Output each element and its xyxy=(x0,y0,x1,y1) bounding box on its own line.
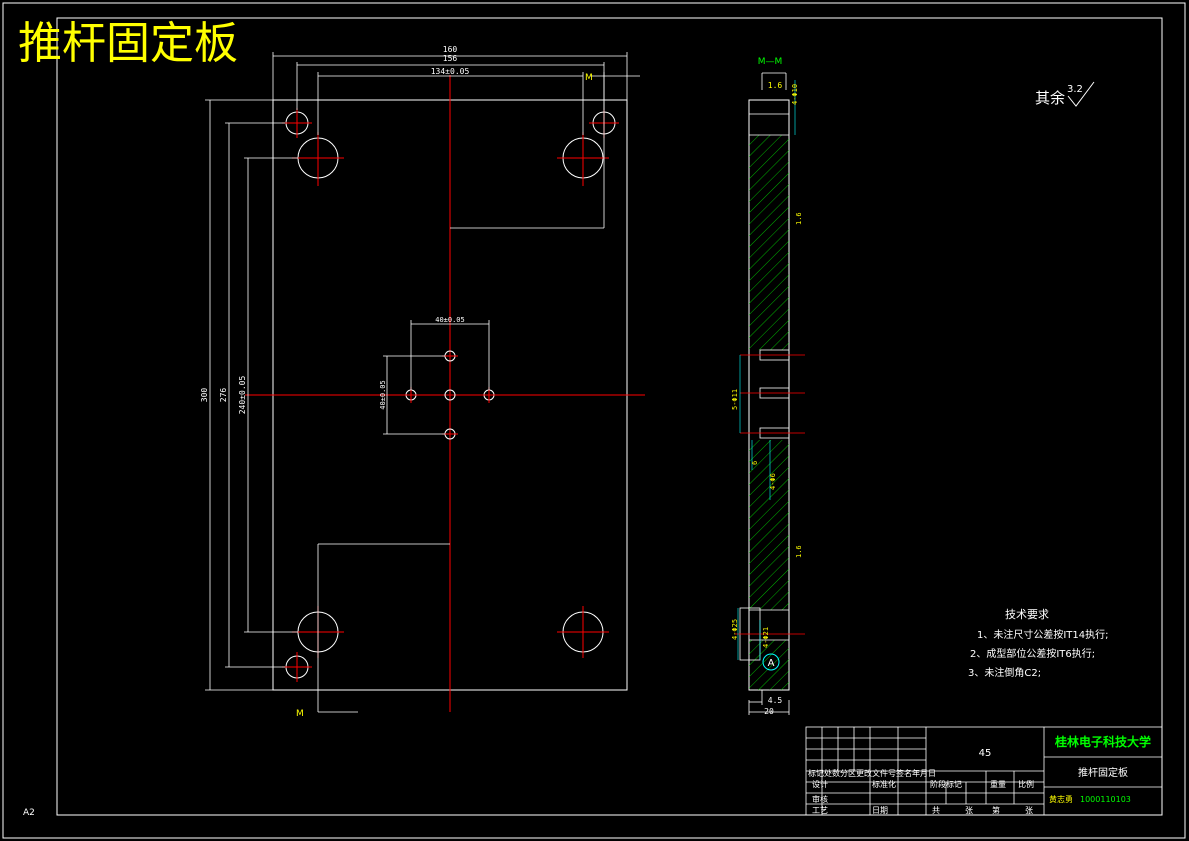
drawing-title: 推杆固定板 xyxy=(18,18,238,69)
dim-height-300: 300 xyxy=(200,388,209,403)
side-center-lines xyxy=(735,354,805,635)
dim-width-156: 156 xyxy=(443,54,458,63)
author: 黄志勇 xyxy=(1049,794,1073,804)
hatch-upper xyxy=(749,135,789,350)
guide-hole-bl xyxy=(282,652,312,682)
student-id: 1000110103 xyxy=(1080,795,1131,804)
side-roughness-upper: 1.6 xyxy=(795,212,803,225)
weight-label: 重量 xyxy=(990,779,1006,789)
side-view: M—M xyxy=(731,57,805,716)
total-label: 共 xyxy=(932,806,940,815)
material: 45 xyxy=(979,748,992,759)
side-countersink: 4-Φ6 xyxy=(769,473,777,490)
title-block: 桂林电子科技大学 45 推杆固定板 黄志勇 1000110103 标记处数分区更… xyxy=(805,726,1163,816)
dim-center-x: 40±0.05 xyxy=(435,316,465,324)
date-label: 日期 xyxy=(872,806,888,815)
tech-item-1: 1、未注尺寸公差按IT14执行; xyxy=(977,628,1109,641)
sheet-size: A2 xyxy=(23,808,35,818)
tech-item-2: 2、成型部位公差按IT6执行; xyxy=(970,647,1095,660)
tech-item-3: 3、未注倒角C2; xyxy=(968,666,1041,679)
dim-height-276: 276 xyxy=(219,388,228,403)
roughness-symbol xyxy=(1067,81,1095,107)
front-view: 160 156 134±0.05 300 276 240±0.05 40±0.0… xyxy=(200,45,645,719)
standard-label: 标准化 xyxy=(872,779,896,789)
dim-width-160: 160 xyxy=(443,45,458,54)
sheet-label: 第 xyxy=(992,805,1000,815)
side-step: 4.5 xyxy=(768,696,783,705)
side-bottom-hole: 4-Φ25 xyxy=(731,619,739,640)
ratio-label: 比例 xyxy=(1018,779,1034,789)
large-hole-tl xyxy=(292,132,344,186)
side-top-hole: 4-Φ10 xyxy=(791,84,799,105)
page-label: 张 xyxy=(965,806,973,815)
inner-border xyxy=(56,17,1163,816)
guide-hole-tl xyxy=(282,108,312,138)
part-name: 推杆固定板 xyxy=(1078,766,1128,779)
dim-center-y: 40±0.05 xyxy=(379,380,387,410)
hatch-lower xyxy=(749,440,789,610)
side-bottom-hole2: 4-Φ21 xyxy=(762,627,770,648)
side-dim-leaders xyxy=(737,80,796,660)
roughness-value: 3.2 xyxy=(1067,84,1083,95)
large-hole-tr xyxy=(557,132,609,186)
dim-hole-spacing-x: 134±0.05 xyxy=(431,67,470,76)
design-label: 设计 xyxy=(812,779,828,789)
large-hole-br xyxy=(557,606,609,658)
process-label: 工艺 xyxy=(812,806,828,815)
hatch-bottom xyxy=(749,640,789,690)
section-mark-top: M xyxy=(585,73,593,83)
stage-label: 阶段标记 xyxy=(930,779,962,789)
side-roughness-lower: 1.6 xyxy=(795,545,803,558)
review-label: 审核 xyxy=(812,794,828,804)
section-mark-bottom: M xyxy=(296,709,304,719)
dimension-lines xyxy=(205,52,640,713)
dim-hole-spacing-y: 240±0.05 xyxy=(238,376,247,415)
revision-label: 标记处数分区更改文件号签名年月日 xyxy=(808,768,936,778)
roughness-note: 其余 3.2 xyxy=(1035,81,1095,107)
side-top-chamfer: 1.6 xyxy=(768,81,783,90)
section-title: M—M xyxy=(758,57,783,67)
school-name: 桂林电子科技大学 xyxy=(1054,734,1151,749)
side-thickness: 20 xyxy=(764,707,774,716)
tech-requirements: 技术要求 1、未注尺寸公差按IT14执行; 2、成型部位公差按IT6执行; 3、… xyxy=(968,608,1109,679)
roughness-label: 其余 xyxy=(1035,89,1065,107)
side-middle-holes: 5-Φ11 xyxy=(731,389,739,410)
page2-label: 张 xyxy=(1025,806,1033,815)
corner-mark xyxy=(1158,17,1163,22)
side-depth: 6 xyxy=(751,461,759,465)
datum-label: A xyxy=(768,658,775,669)
tech-heading: 技术要求 xyxy=(1005,608,1049,621)
datum-circle xyxy=(762,653,780,671)
